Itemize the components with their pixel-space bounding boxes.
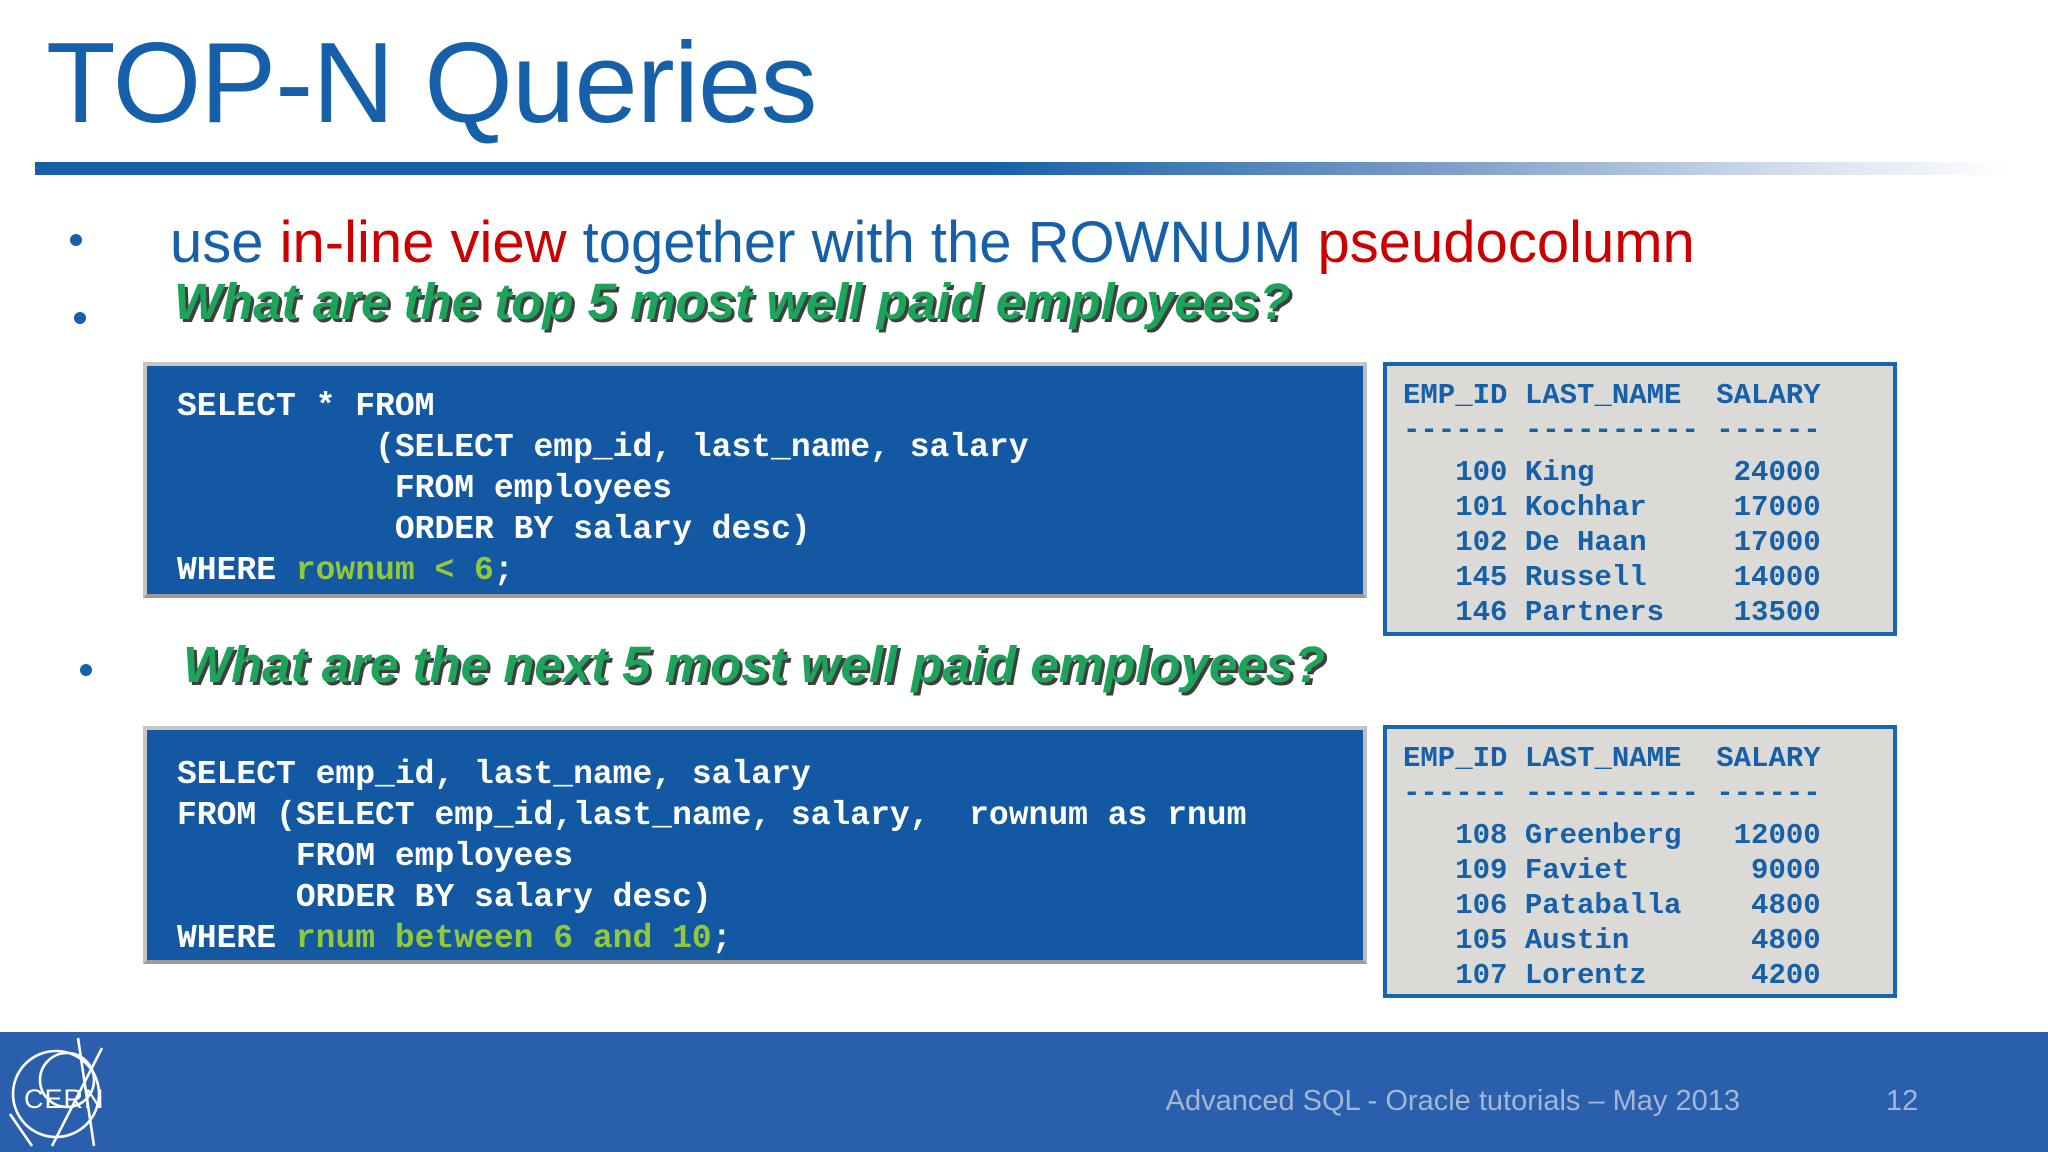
code-line: ORDER BY salary desc) [177,879,712,916]
result-table-header: EMP_ID LAST_NAME SALARY ------ ---------… [1403,742,1821,810]
code-line: SELECT * FROM [177,388,435,425]
bullet-text-segment: together with the ROWNUM [566,210,1318,275]
code-line: FROM (SELECT emp_id,last_name, salary, r… [177,797,1247,834]
question-next5: What are the next 5 most well paid emplo… [183,636,1326,693]
question-top5: What are the top 5 most well paid employ… [174,273,1291,330]
result-table-rows: 100 King 24000 101 Kochhar 17000 102 De … [1455,456,1821,629]
title-underline-rule [35,162,2010,175]
code-line: WHERE rownum < 6; [177,552,514,589]
cern-logo-text: CERN [24,1084,105,1114]
bullet-text-segment: pseudocolumn [1317,210,1695,275]
bullet-text-segment: in-line view [279,210,567,275]
bullet-dot [80,664,92,676]
footer-bar: CERN Advanced SQL - Oracle tutorials – M… [0,1032,2048,1152]
result-table-rows: 108 Greenberg 12000 109 Faviet 9000 106 … [1455,819,1821,992]
result-table-next5: EMP_ID LAST_NAME SALARY ------ ---------… [1383,725,1897,998]
bullet-text-segment: use [170,210,280,275]
slide-title: TOP-N Queries [46,20,817,147]
code-line: WHERE rnum between 6 and 10; [177,920,732,957]
code-line: SELECT emp_id, last_name, salary [177,756,811,793]
footer-caption: Advanced SQL - Oracle tutorials – May 20… [1165,1085,1740,1117]
sql-code-block-top5: SELECT * FROM (SELECT emp_id, last_name,… [143,362,1367,598]
code-line: (SELECT emp_id, last_name, salary [177,429,1029,466]
page-number: 12 [1886,1085,1919,1117]
bullet-dot [70,234,82,246]
result-table-header: EMP_ID LAST_NAME SALARY ------ ---------… [1403,379,1821,447]
code-line: FROM employees [177,470,673,507]
result-table-top5: EMP_ID LAST_NAME SALARY ------ ---------… [1383,362,1897,636]
code-line: ORDER BY salary desc) [177,511,811,548]
bullet-dot [74,312,86,324]
cern-logo-icon: CERN [8,1037,105,1147]
bullet-line-rownum: use in-line view together with the ROWNU… [170,208,1695,278]
code-line: FROM employees [177,838,574,875]
